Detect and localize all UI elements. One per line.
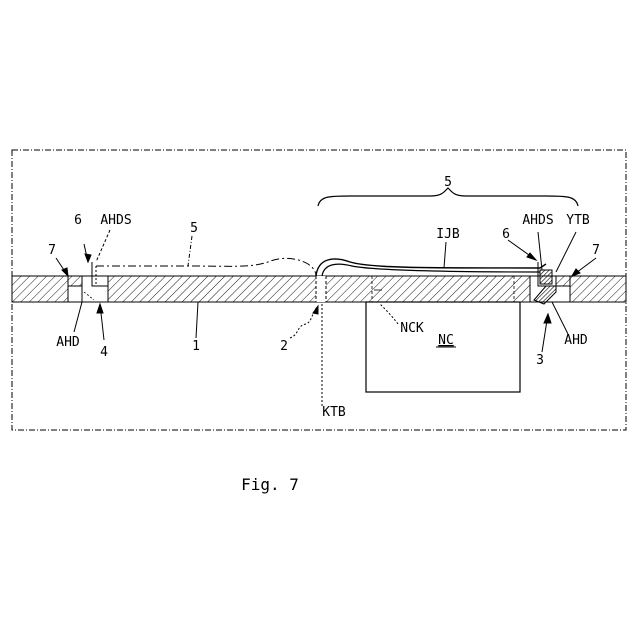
label-3: 3 bbox=[536, 353, 544, 368]
ijb-sheet bbox=[316, 259, 546, 276]
label-6-left: 6 bbox=[74, 213, 82, 228]
label-ytb: YTB bbox=[566, 213, 590, 228]
label-1: 1 bbox=[192, 339, 200, 354]
ijb-sheet-inner bbox=[322, 264, 540, 276]
label-5-left: 5 bbox=[190, 221, 198, 236]
label-nck: NCK bbox=[400, 321, 424, 336]
label-nc: NC bbox=[438, 333, 454, 348]
label-ijb: IJB bbox=[436, 227, 460, 242]
label-ahds-right: AHDS bbox=[522, 213, 553, 228]
label-ahd-left: AHD bbox=[56, 335, 80, 350]
label-6-right: 6 bbox=[502, 227, 510, 242]
through-hole bbox=[316, 276, 326, 302]
label-2: 2 bbox=[280, 339, 288, 354]
figure-caption: Fig. 7 bbox=[241, 475, 299, 494]
label-7-left: 7 bbox=[48, 243, 56, 258]
label-4: 4 bbox=[100, 345, 108, 360]
outline-5 bbox=[96, 258, 316, 276]
label-ahds-left: AHDS bbox=[100, 213, 131, 228]
label-5-top: 5 bbox=[444, 175, 452, 190]
brace-5 bbox=[318, 188, 578, 206]
left-socket bbox=[68, 262, 108, 302]
label-ahd-right: AHD bbox=[564, 333, 588, 348]
label-ktb: KTB bbox=[322, 405, 346, 420]
label-7-right: 7 bbox=[592, 243, 600, 258]
